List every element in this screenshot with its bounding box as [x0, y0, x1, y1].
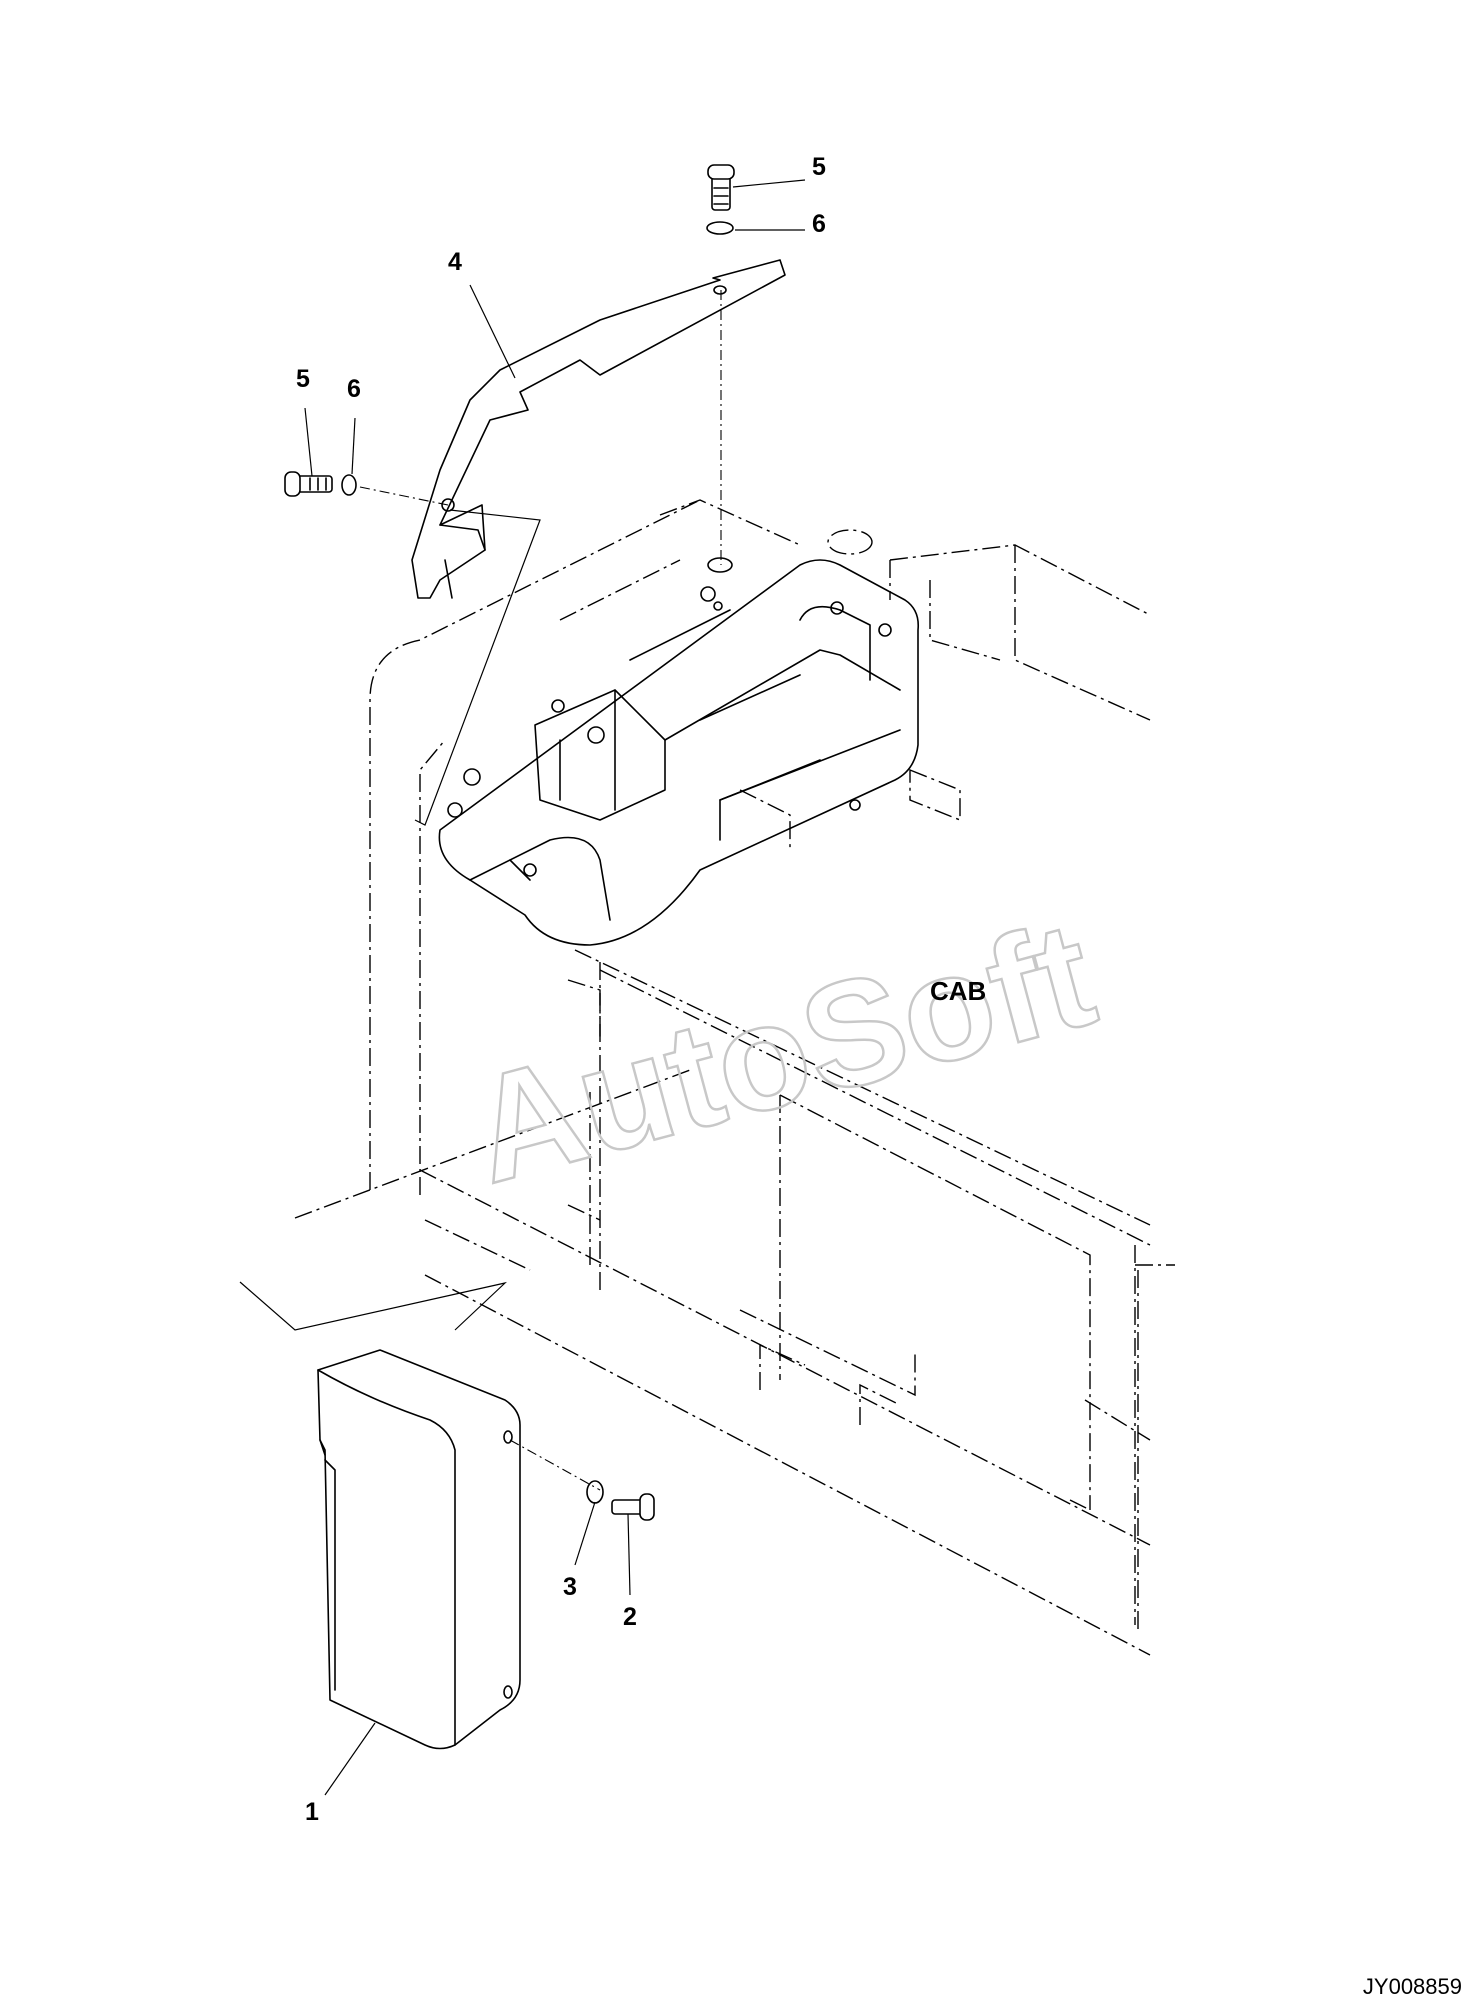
washer-6-left: [341, 474, 357, 496]
cab-label: CAB: [930, 976, 986, 1006]
console-assembly: [438, 559, 920, 946]
callout-2: 2: [623, 1603, 637, 1631]
callout-4: 4: [448, 248, 462, 276]
bolt-2: [611, 1493, 655, 1521]
washer-6-top: [706, 221, 734, 235]
figure-code: JY008859: [1362, 1974, 1462, 1999]
callout-5-top: 5: [812, 153, 826, 181]
callout-leaders: [304, 179, 806, 1796]
screw-5-left: [284, 471, 333, 497]
cover-location-leader: [239, 1281, 508, 1331]
callout-5-left: 5: [296, 365, 310, 393]
console-mount-hole: [707, 557, 733, 573]
part-1-cover: [317, 1349, 521, 1750]
washer-3: [586, 1480, 604, 1504]
cab-phantom-outline: [294, 499, 1175, 1656]
cover-fastener-centerline: [509, 1439, 601, 1491]
callout-6-top: 6: [812, 210, 826, 238]
callout-6-left: 6: [347, 375, 361, 403]
part-4-bracket: [411, 259, 786, 599]
screw-5-top: [707, 164, 735, 211]
callout-1: 1: [305, 1798, 319, 1826]
left-fastener-centerline: [359, 486, 449, 506]
bracket-location-leader: [414, 509, 541, 826]
callout-3: 3: [563, 1573, 577, 1601]
